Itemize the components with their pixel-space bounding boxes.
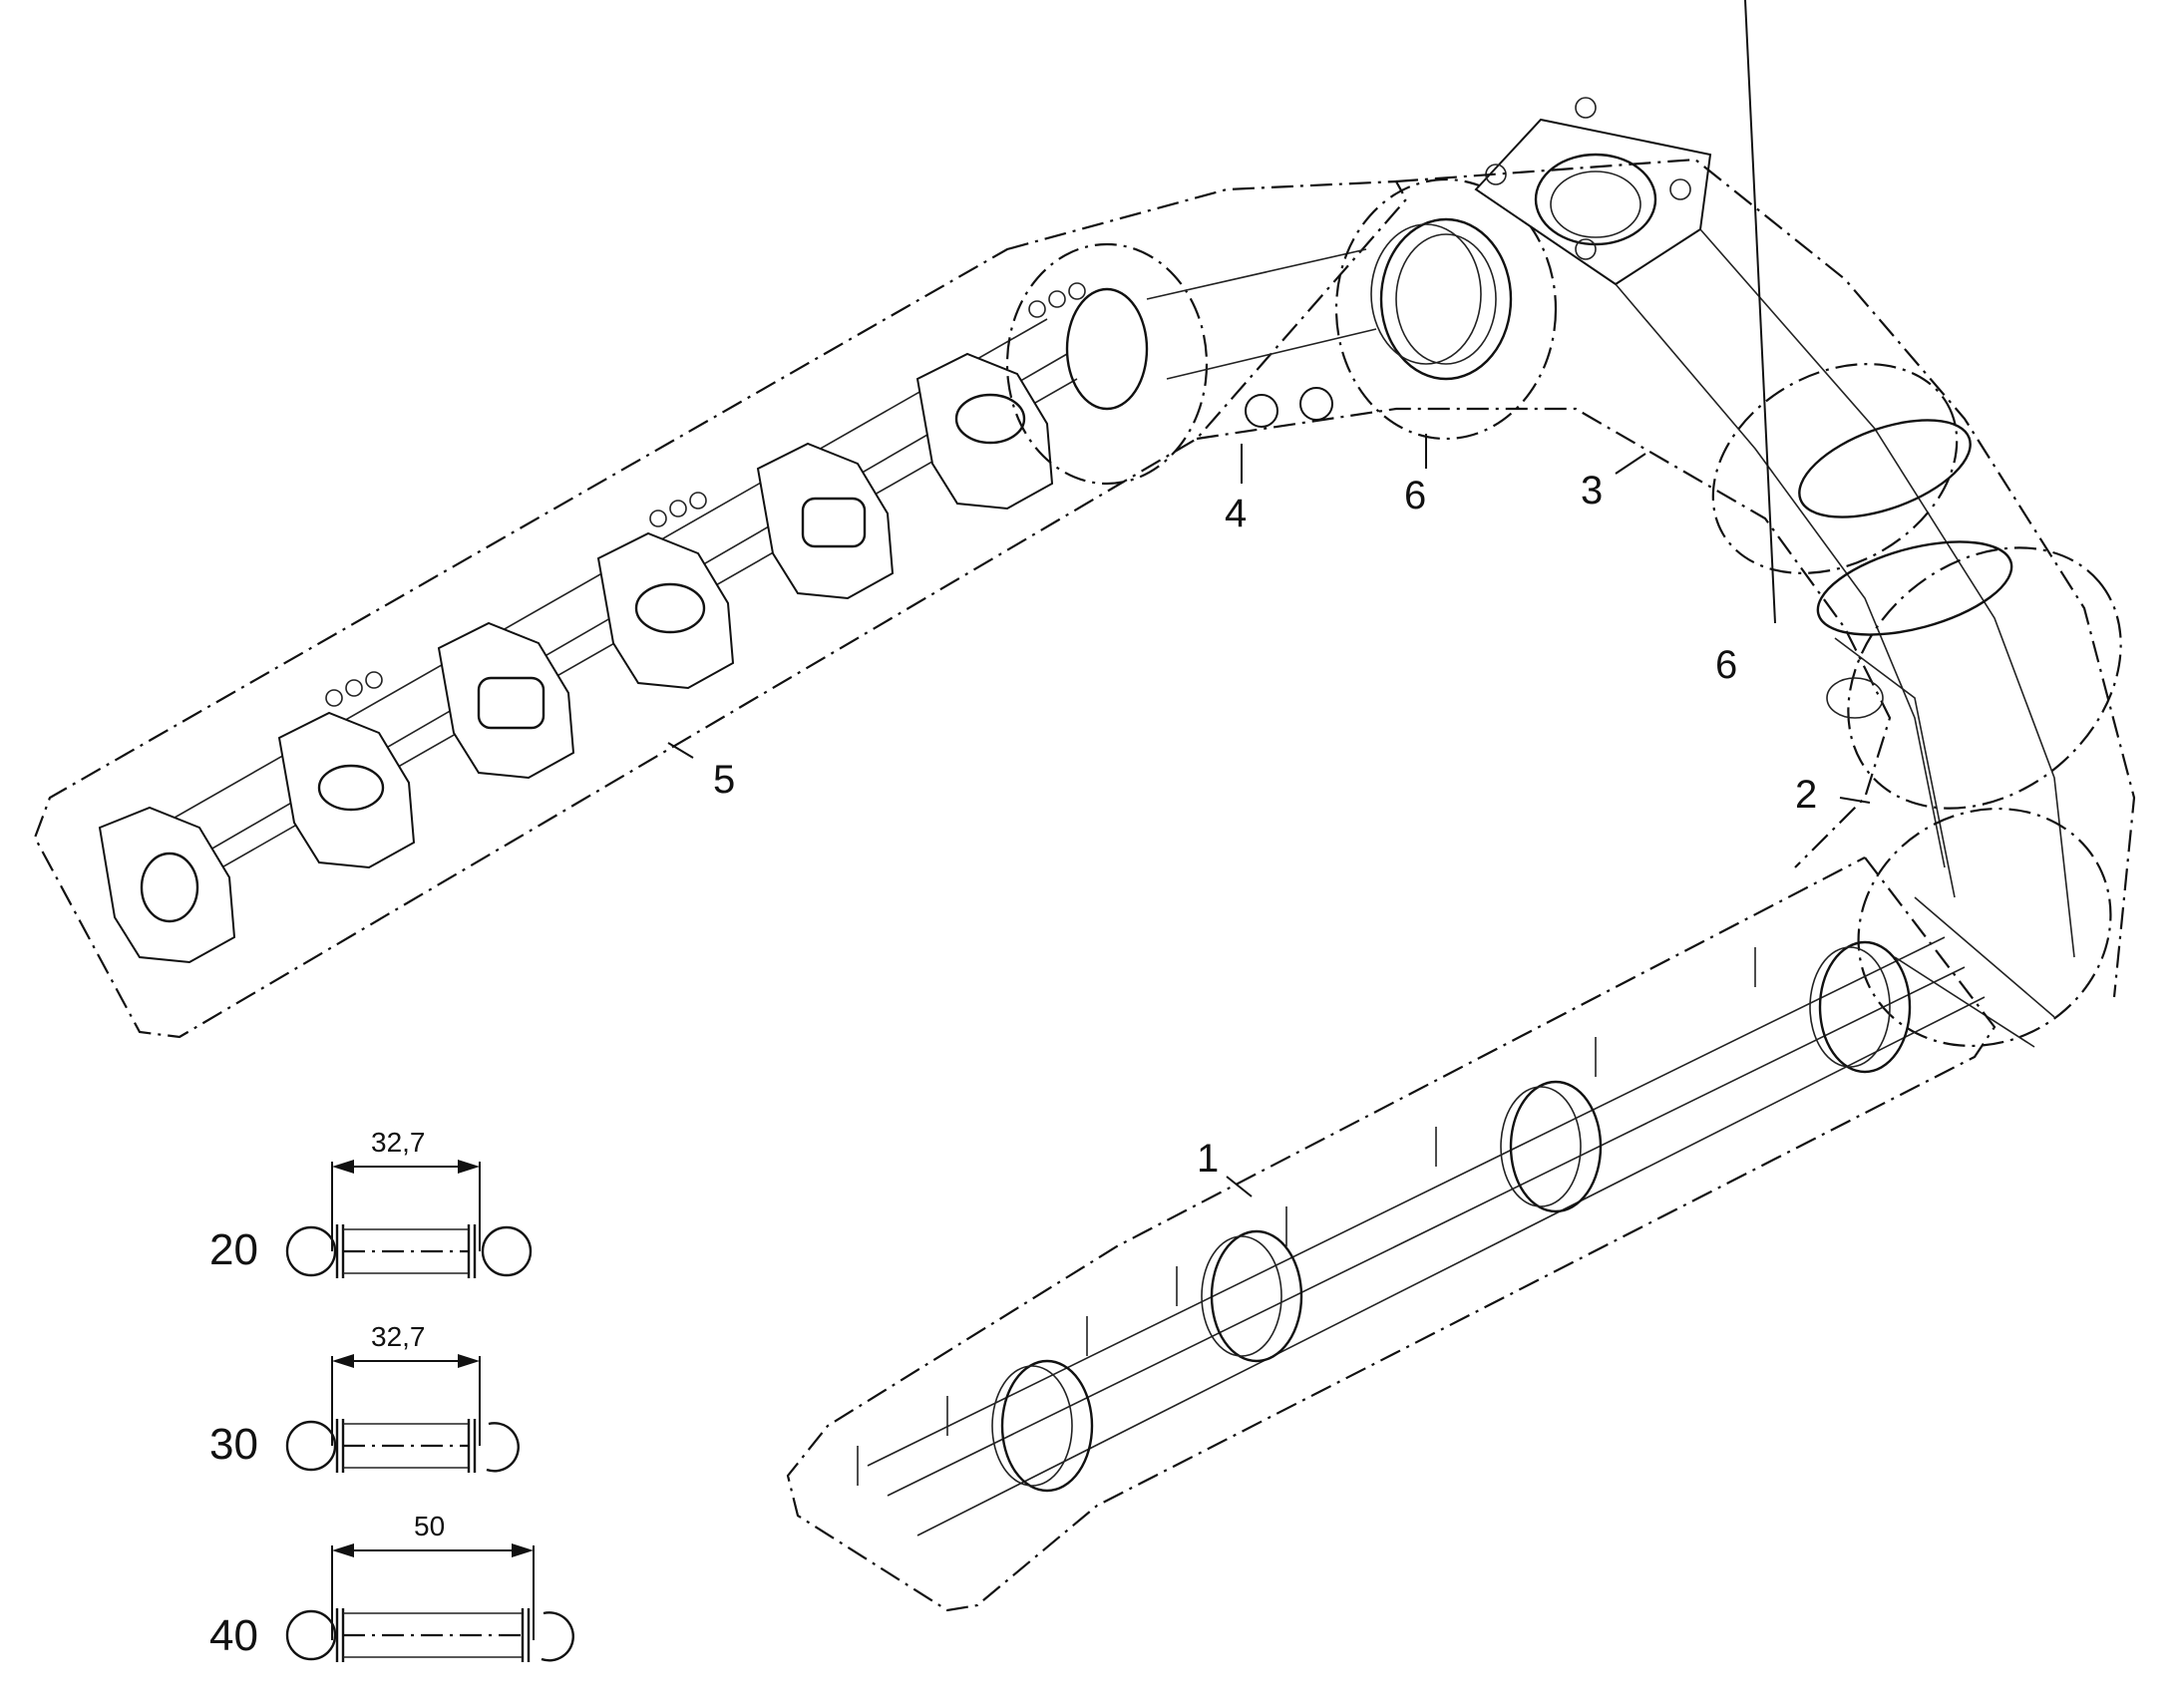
upper-flange-6 xyxy=(915,352,1054,511)
lower-bend xyxy=(1857,807,2112,1048)
svg-text:30: 30 xyxy=(209,1420,258,1469)
callout-2: 2 xyxy=(1795,773,1871,817)
upper-manifold xyxy=(98,282,1086,964)
group-3-outline xyxy=(1196,158,2136,998)
upper-flange-1 xyxy=(98,806,236,964)
lower-bolts xyxy=(857,947,1756,1486)
svg-text:50: 50 xyxy=(414,1511,445,1541)
upper-bolts xyxy=(325,282,1086,707)
sleeve-section xyxy=(1005,242,1377,486)
callout-1: 1 xyxy=(1197,1137,1253,1197)
svg-text:40: 40 xyxy=(209,1611,258,1660)
svg-text:5: 5 xyxy=(713,758,735,802)
upper-flange-5 xyxy=(756,442,895,600)
upper-flange-2 xyxy=(277,711,416,869)
svg-text:3: 3 xyxy=(1581,469,1603,512)
callout-5: 5 xyxy=(667,742,735,802)
bend-pipe xyxy=(1615,228,2122,958)
lower-clamp-3 xyxy=(1500,1080,1603,1213)
svg-text:32,7: 32,7 xyxy=(371,1321,426,1352)
expansion-joint-top xyxy=(1334,177,1558,441)
spring-30: 32,7 30 xyxy=(209,1321,520,1473)
svg-text:6: 6 xyxy=(1404,474,1426,517)
upper-flange-4 xyxy=(596,531,735,690)
group-1-outline xyxy=(786,856,1997,1612)
svg-text:20: 20 xyxy=(209,1225,258,1274)
svg-text:6: 6 xyxy=(1715,643,1737,687)
lower-clamp-4 xyxy=(1809,940,1912,1074)
lower-clamp-1 xyxy=(991,1359,1094,1493)
upper-flange-3 xyxy=(437,621,575,780)
spring-40: 50 40 xyxy=(209,1511,574,1662)
callout-3: 3 xyxy=(1581,453,1646,512)
lower-clamp-2 xyxy=(1201,1229,1303,1363)
svg-text:4: 4 xyxy=(1225,492,1247,535)
group-5-outline xyxy=(33,179,1408,1039)
svg-text:1: 1 xyxy=(1197,1137,1219,1181)
spring-20: 32,7 20 xyxy=(209,1127,533,1278)
callout-4: 4 xyxy=(1225,444,1247,535)
callout-6-right: 6 xyxy=(1715,0,1776,687)
svg-text:2: 2 xyxy=(1795,773,1817,817)
callout-6-top: 6 xyxy=(1404,434,1427,517)
lower-manifold xyxy=(857,936,1986,1537)
outlet-flange xyxy=(1474,97,1712,286)
svg-text:32,7: 32,7 xyxy=(371,1127,426,1158)
